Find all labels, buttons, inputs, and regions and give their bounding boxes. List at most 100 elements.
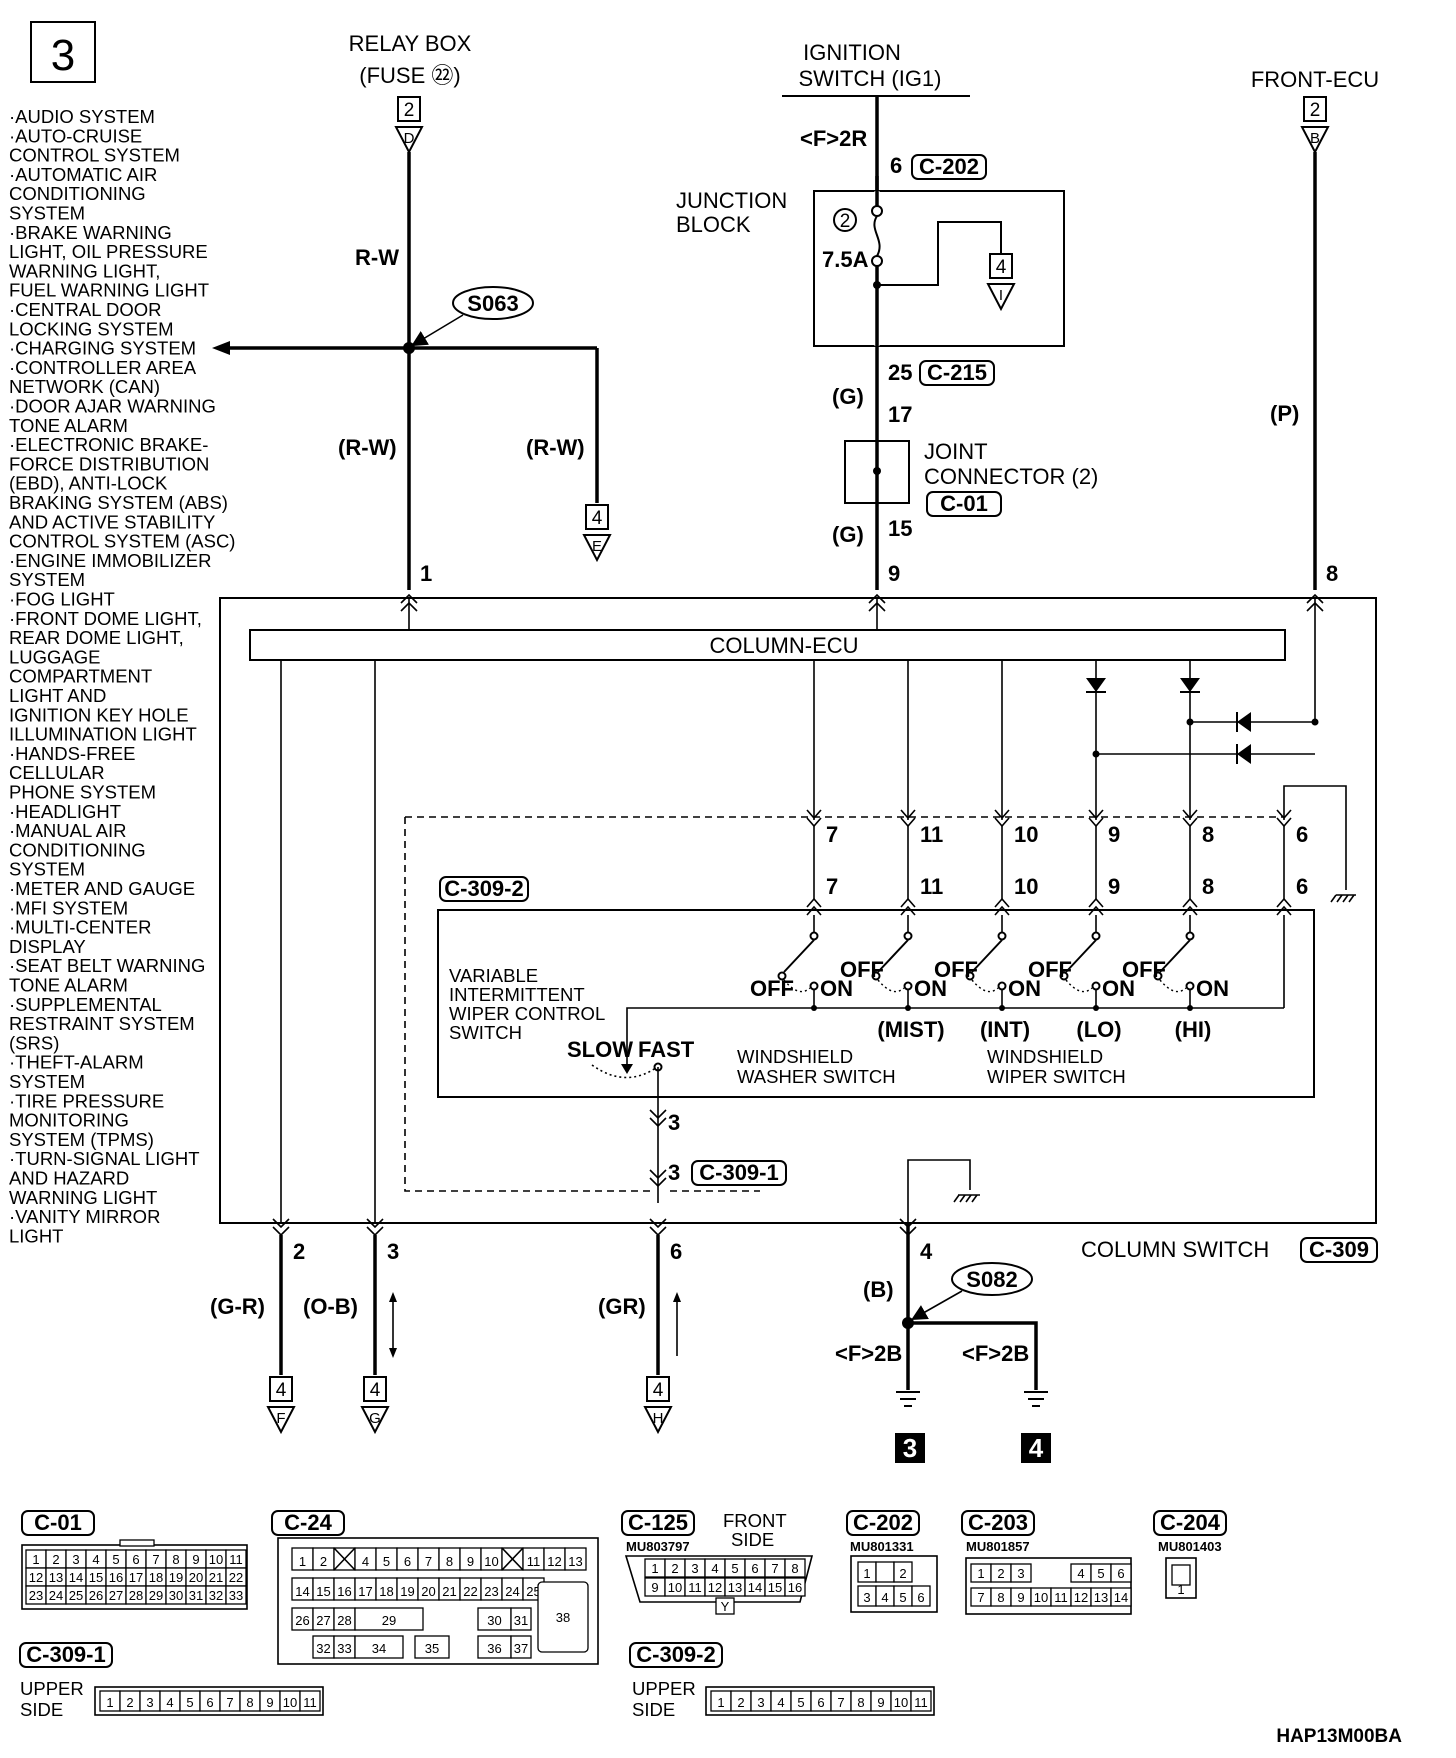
output-conn-num: 4 (370, 1380, 381, 1401)
c202-tag: C-202 (919, 154, 979, 179)
connector-tag-box (19, 1642, 113, 1668)
c3091-tag: C-309-1 (699, 1160, 778, 1185)
connector-pin-number: 20 (421, 1584, 435, 1599)
wiper-label-1: WINDSHIELD (987, 1046, 1103, 1067)
connector-pin-number: 16 (337, 1584, 351, 1599)
switch-contact (903, 931, 913, 941)
system-list-item: MONITORING (9, 1110, 129, 1131)
connector-pin-number: 10 (209, 1552, 223, 1567)
connector-pin (564, 1547, 587, 1571)
connector-pin-number: 26 (295, 1613, 309, 1628)
pin-label-upper: 8 (1202, 822, 1214, 847)
connector-pin-number: 18 (149, 1570, 163, 1585)
pin-label-lower: 11 (920, 874, 943, 899)
connector-pin (354, 1635, 404, 1659)
system-list-item: AND ACTIVE STABILITY (9, 511, 215, 532)
branch-wire-rw: (R-W) (526, 435, 585, 460)
connector-pin-number: 4 (881, 1590, 888, 1605)
pin-3-lower: 3 (668, 1160, 680, 1185)
connector-pin-number: 27 (316, 1613, 330, 1628)
system-list-item: CONTROL SYSTEM (ASC) (9, 531, 235, 552)
conn-i-letter: I (999, 287, 1003, 304)
connector-pin-number: 13 (728, 1580, 742, 1595)
connector-pin-number: 1 (977, 1566, 984, 1581)
connector-tag-box (621, 1510, 695, 1536)
connector-pin-number: 32 (316, 1641, 330, 1656)
ground-symbol-4 (1024, 1391, 1048, 1407)
system-list-item: ·FRONT DOME LIGHT, (9, 608, 202, 629)
ignition-sub-label: SWITCH (IG1) (799, 66, 942, 91)
connector-pin-number: 6 (404, 1554, 411, 1569)
up-arrow-icon (673, 1292, 681, 1302)
system-list-item: (SRS) (9, 1032, 59, 1053)
ignition-label: IGNITION (803, 40, 901, 65)
connector-pin-number: 36 (487, 1641, 501, 1656)
system-list-item: ·VANITY MIRROR (9, 1206, 160, 1227)
system-list-item: SYSTEM (9, 1071, 85, 1092)
connector-pin-number: 15 (316, 1584, 330, 1599)
system-list-item: ·ENGINE IMMOBILIZER (9, 550, 212, 571)
connector-pin-number: 3 (1017, 1566, 1024, 1581)
connector-pin-number: 18 (379, 1584, 393, 1599)
connector-pin-number: 9 (266, 1695, 273, 1710)
relay-box-label: RELAY BOX (349, 31, 472, 56)
joint-connector-label-2: CONNECTOR (2) (924, 464, 1098, 489)
pin-label-upper: 9 (1108, 822, 1120, 847)
washer-label-2: WASHER SWITCH (737, 1066, 896, 1087)
connector-pin-number: 12 (29, 1570, 43, 1585)
switch-contact (1185, 931, 1195, 941)
connector-pin-number: 22 (463, 1584, 477, 1599)
connector-pin-number: 24 (49, 1588, 63, 1603)
connector-pin-number: 16 (788, 1580, 802, 1595)
connector-pin-number: 30 (169, 1588, 183, 1603)
ground-wire-b: (B) (863, 1277, 894, 1302)
ground-3-badge (895, 1433, 925, 1463)
pin-chevron (1306, 593, 1324, 604)
front-ecu-wire: (P) (1270, 401, 1299, 426)
connector-pin-number: 2 (899, 1566, 906, 1581)
system-list-item: BRAKING SYSTEM (ABS) (9, 492, 228, 513)
connector-pin-number: 7 (152, 1552, 159, 1567)
connector-pin-number: 4 (777, 1695, 784, 1710)
pin-8-front: 8 (1326, 561, 1338, 586)
system-list-item: SYSTEM (TPMS) (9, 1129, 154, 1150)
system-list-item: ·CENTRAL DOOR (9, 299, 161, 320)
connector-pin-number: 28 (129, 1588, 143, 1603)
system-list-item: DISPLAY (9, 936, 86, 957)
connector-pin-number: 11 (1054, 1590, 1068, 1605)
connector-pin-number: 35 (425, 1641, 439, 1656)
connector-pin-number: 15 (768, 1580, 782, 1595)
c3091-side-label: UPPER (20, 1678, 84, 1699)
system-list-item: WARNING LIGHT, (9, 260, 160, 281)
pin-label-lower: 10 (1014, 874, 1038, 899)
output-triangle (360, 1406, 390, 1435)
output-conn-letter: G (369, 1410, 381, 1427)
switch-blade (783, 939, 815, 973)
connector-pin-number: 6 (206, 1695, 213, 1710)
system-list-item: LIGHT, OIL PRESSURE (9, 241, 208, 262)
connector-pin-number: 4 (166, 1695, 173, 1710)
footer-code: HAP13M00BA (1276, 1726, 1402, 1747)
on-label: ON (1008, 976, 1041, 1001)
output-conn-letter: F (276, 1410, 285, 1427)
connector-pin-number: 1 (32, 1552, 39, 1567)
system-list-item: ·METER AND GAUGE (9, 878, 195, 899)
pin-label-lower: 7 (826, 874, 838, 899)
junction-block-label: JUNCTION (676, 188, 787, 213)
connector-pin-number: 14 (295, 1584, 309, 1599)
c125-side-label: FRONT (723, 1510, 787, 1531)
system-list-item: NETWORK (CAN) (9, 376, 160, 397)
system-list-item: ·SEAT BELT WARNING (9, 955, 205, 976)
system-list-item: ·AUTO-CRUISE (9, 125, 142, 146)
connector-pin-number: 1 (299, 1554, 306, 1569)
wire-g-upper: (G) (832, 384, 864, 409)
connector-pin (875, 1561, 895, 1583)
mode-label: (MIST) (877, 1017, 944, 1042)
system-list-item: ·HEADLIGHT (9, 801, 121, 822)
front-ecu-label: FRONT-ECU (1251, 67, 1379, 92)
system-list-item: ·BRAKE WARNING (9, 222, 172, 243)
connector-pin-number: 14 (1114, 1590, 1128, 1605)
